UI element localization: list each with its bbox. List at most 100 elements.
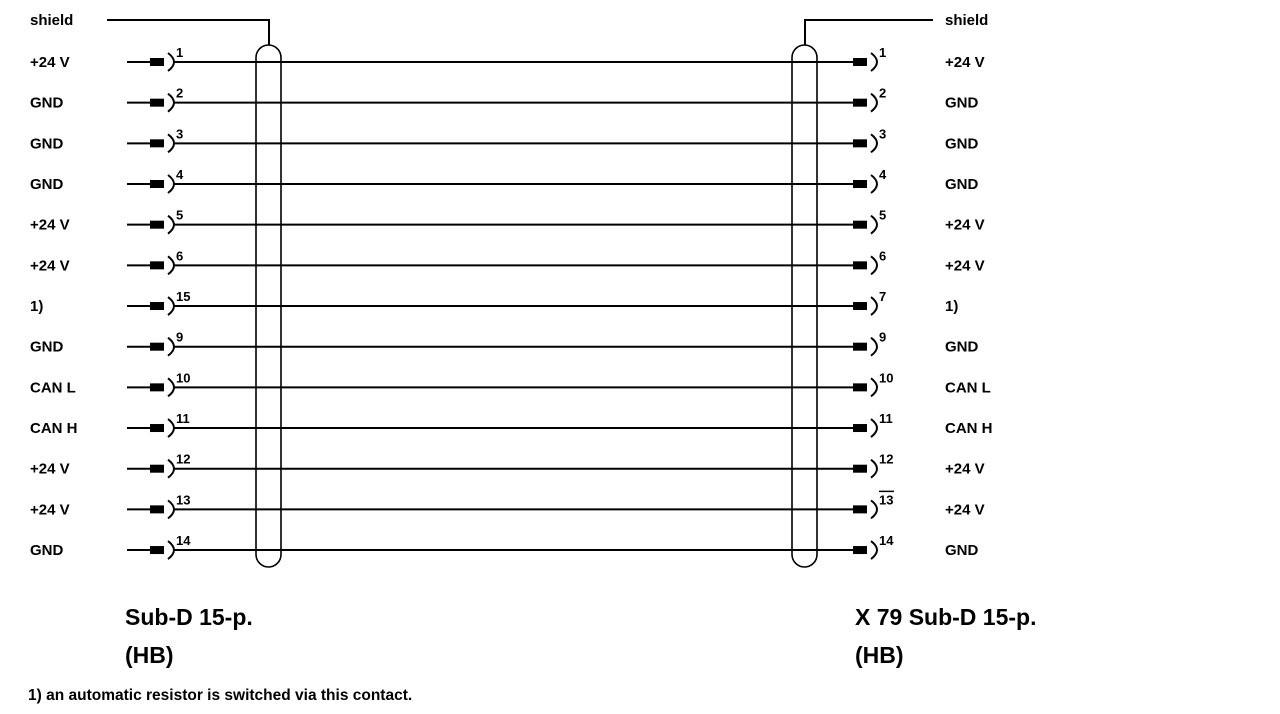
- left-signal-label: GND: [30, 542, 64, 559]
- left-plug: [150, 58, 164, 66]
- right-socket-arc: [870, 377, 878, 398]
- shield-line-left: [107, 19, 270, 45]
- right-plug: [853, 342, 867, 351]
- left-pin-number: 3: [176, 126, 183, 141]
- left-signal-label: GND: [30, 95, 64, 112]
- right-socket-arc: [870, 214, 878, 235]
- right-pin-number: 4: [879, 167, 887, 182]
- right-socket-arc: [870, 540, 878, 560]
- right-pin-number: 14: [879, 533, 894, 548]
- left-socket-arc: [167, 540, 175, 560]
- right-plug: [853, 302, 867, 311]
- right-plug: [853, 58, 867, 66]
- right-signal-label: GND: [945, 542, 979, 559]
- left-signal-label: GND: [30, 176, 64, 193]
- right-pin-number: 11: [879, 411, 893, 426]
- footnote: 1) an automatic resistor is switched via…: [28, 687, 413, 704]
- right-pin-number: 7: [879, 289, 886, 304]
- left-pin-number: 11: [176, 411, 190, 426]
- left-socket-arc: [167, 418, 175, 438]
- right-connector-subtitle: (HB): [855, 642, 904, 668]
- left-plug: [150, 464, 164, 473]
- left-signal-label: CAN L: [30, 379, 76, 396]
- right-signal-label: CAN H: [945, 420, 993, 437]
- right-signal-label: +24 V: [945, 501, 985, 518]
- left-connector-subtitle: (HB): [125, 642, 174, 668]
- left-socket-arc: [167, 458, 175, 479]
- right-socket-arc: [870, 499, 878, 520]
- right-plug: [853, 220, 867, 229]
- left-plug: [150, 302, 164, 311]
- shield-label-left: shield: [30, 12, 74, 29]
- left-plug: [150, 180, 164, 189]
- left-plug: [150, 139, 164, 148]
- left-socket-arc: [167, 377, 175, 398]
- left-pin-number: 12: [176, 452, 190, 467]
- right-signal-label: GND: [945, 95, 979, 112]
- right-signal-label: +24 V: [945, 257, 985, 274]
- right-pin-number: 1: [879, 45, 886, 60]
- right-plug: [853, 180, 867, 189]
- right-socket-arc: [870, 92, 878, 113]
- left-socket-arc: [167, 52, 175, 72]
- left-pin-number: 6: [176, 248, 183, 263]
- left-pin-number: 5: [176, 208, 183, 223]
- cable-shield-right-oval: [791, 44, 818, 568]
- left-pin-number: 15: [176, 289, 190, 304]
- right-connector-title: X 79 Sub-D 15-p.: [855, 604, 1037, 630]
- left-pin-number: 13: [176, 492, 190, 507]
- right-plug: [853, 261, 867, 270]
- left-plug: [150, 546, 164, 555]
- left-socket-arc: [167, 255, 175, 276]
- left-signal-label: +24 V: [30, 54, 70, 71]
- left-signal-label: 1): [30, 298, 43, 315]
- right-socket-arc: [870, 336, 878, 357]
- left-plug: [150, 342, 164, 351]
- left-socket-arc: [167, 336, 175, 357]
- right-signal-label: CAN L: [945, 379, 991, 396]
- left-signal-label: GND: [30, 339, 64, 356]
- right-plug: [853, 98, 867, 107]
- right-signal-label: +24 V: [945, 54, 985, 71]
- left-connector-name: Sub-D 15-p. (HB): [125, 598, 253, 674]
- left-signal-label: +24 V: [30, 461, 70, 478]
- left-plug: [150, 424, 164, 433]
- right-signal-label: 1): [945, 298, 958, 315]
- left-pin-number: 2: [176, 86, 183, 101]
- left-plug: [150, 505, 164, 514]
- right-pin-number: 12: [879, 452, 893, 467]
- left-socket-arc: [167, 133, 175, 154]
- shield-line-right: [804, 19, 933, 45]
- left-plug: [150, 261, 164, 270]
- left-plug: [150, 220, 164, 229]
- shield-label-right: shield: [945, 12, 989, 29]
- right-signal-label: GND: [945, 339, 979, 356]
- right-pin-number: 13: [879, 492, 893, 507]
- left-plug: [150, 383, 164, 392]
- left-pin-number: 1: [176, 45, 183, 60]
- left-socket-arc: [167, 296, 175, 316]
- left-signal-label: +24 V: [30, 501, 70, 518]
- right-plug: [853, 139, 867, 148]
- right-pin-number: 3: [879, 126, 886, 141]
- left-signal-label: +24 V: [30, 217, 70, 234]
- left-socket-arc: [167, 214, 175, 235]
- left-pin-number: 14: [176, 533, 191, 548]
- left-pin-number: 9: [176, 330, 183, 345]
- cable-shield-left-oval: [255, 44, 282, 568]
- right-pin-number: 2: [879, 86, 886, 101]
- right-socket-arc: [870, 458, 878, 479]
- left-signal-label: +24 V: [30, 257, 70, 274]
- right-plug: [853, 424, 867, 433]
- right-plug: [853, 546, 867, 555]
- right-plug: [853, 505, 867, 514]
- right-pin-number: 10: [879, 370, 893, 385]
- right-pin-number: 9: [879, 330, 886, 345]
- right-socket-arc: [870, 174, 878, 194]
- right-socket-arc: [870, 133, 878, 154]
- left-pin-number: 10: [176, 370, 190, 385]
- left-plug: [150, 98, 164, 107]
- left-connector-title: Sub-D 15-p.: [125, 604, 253, 630]
